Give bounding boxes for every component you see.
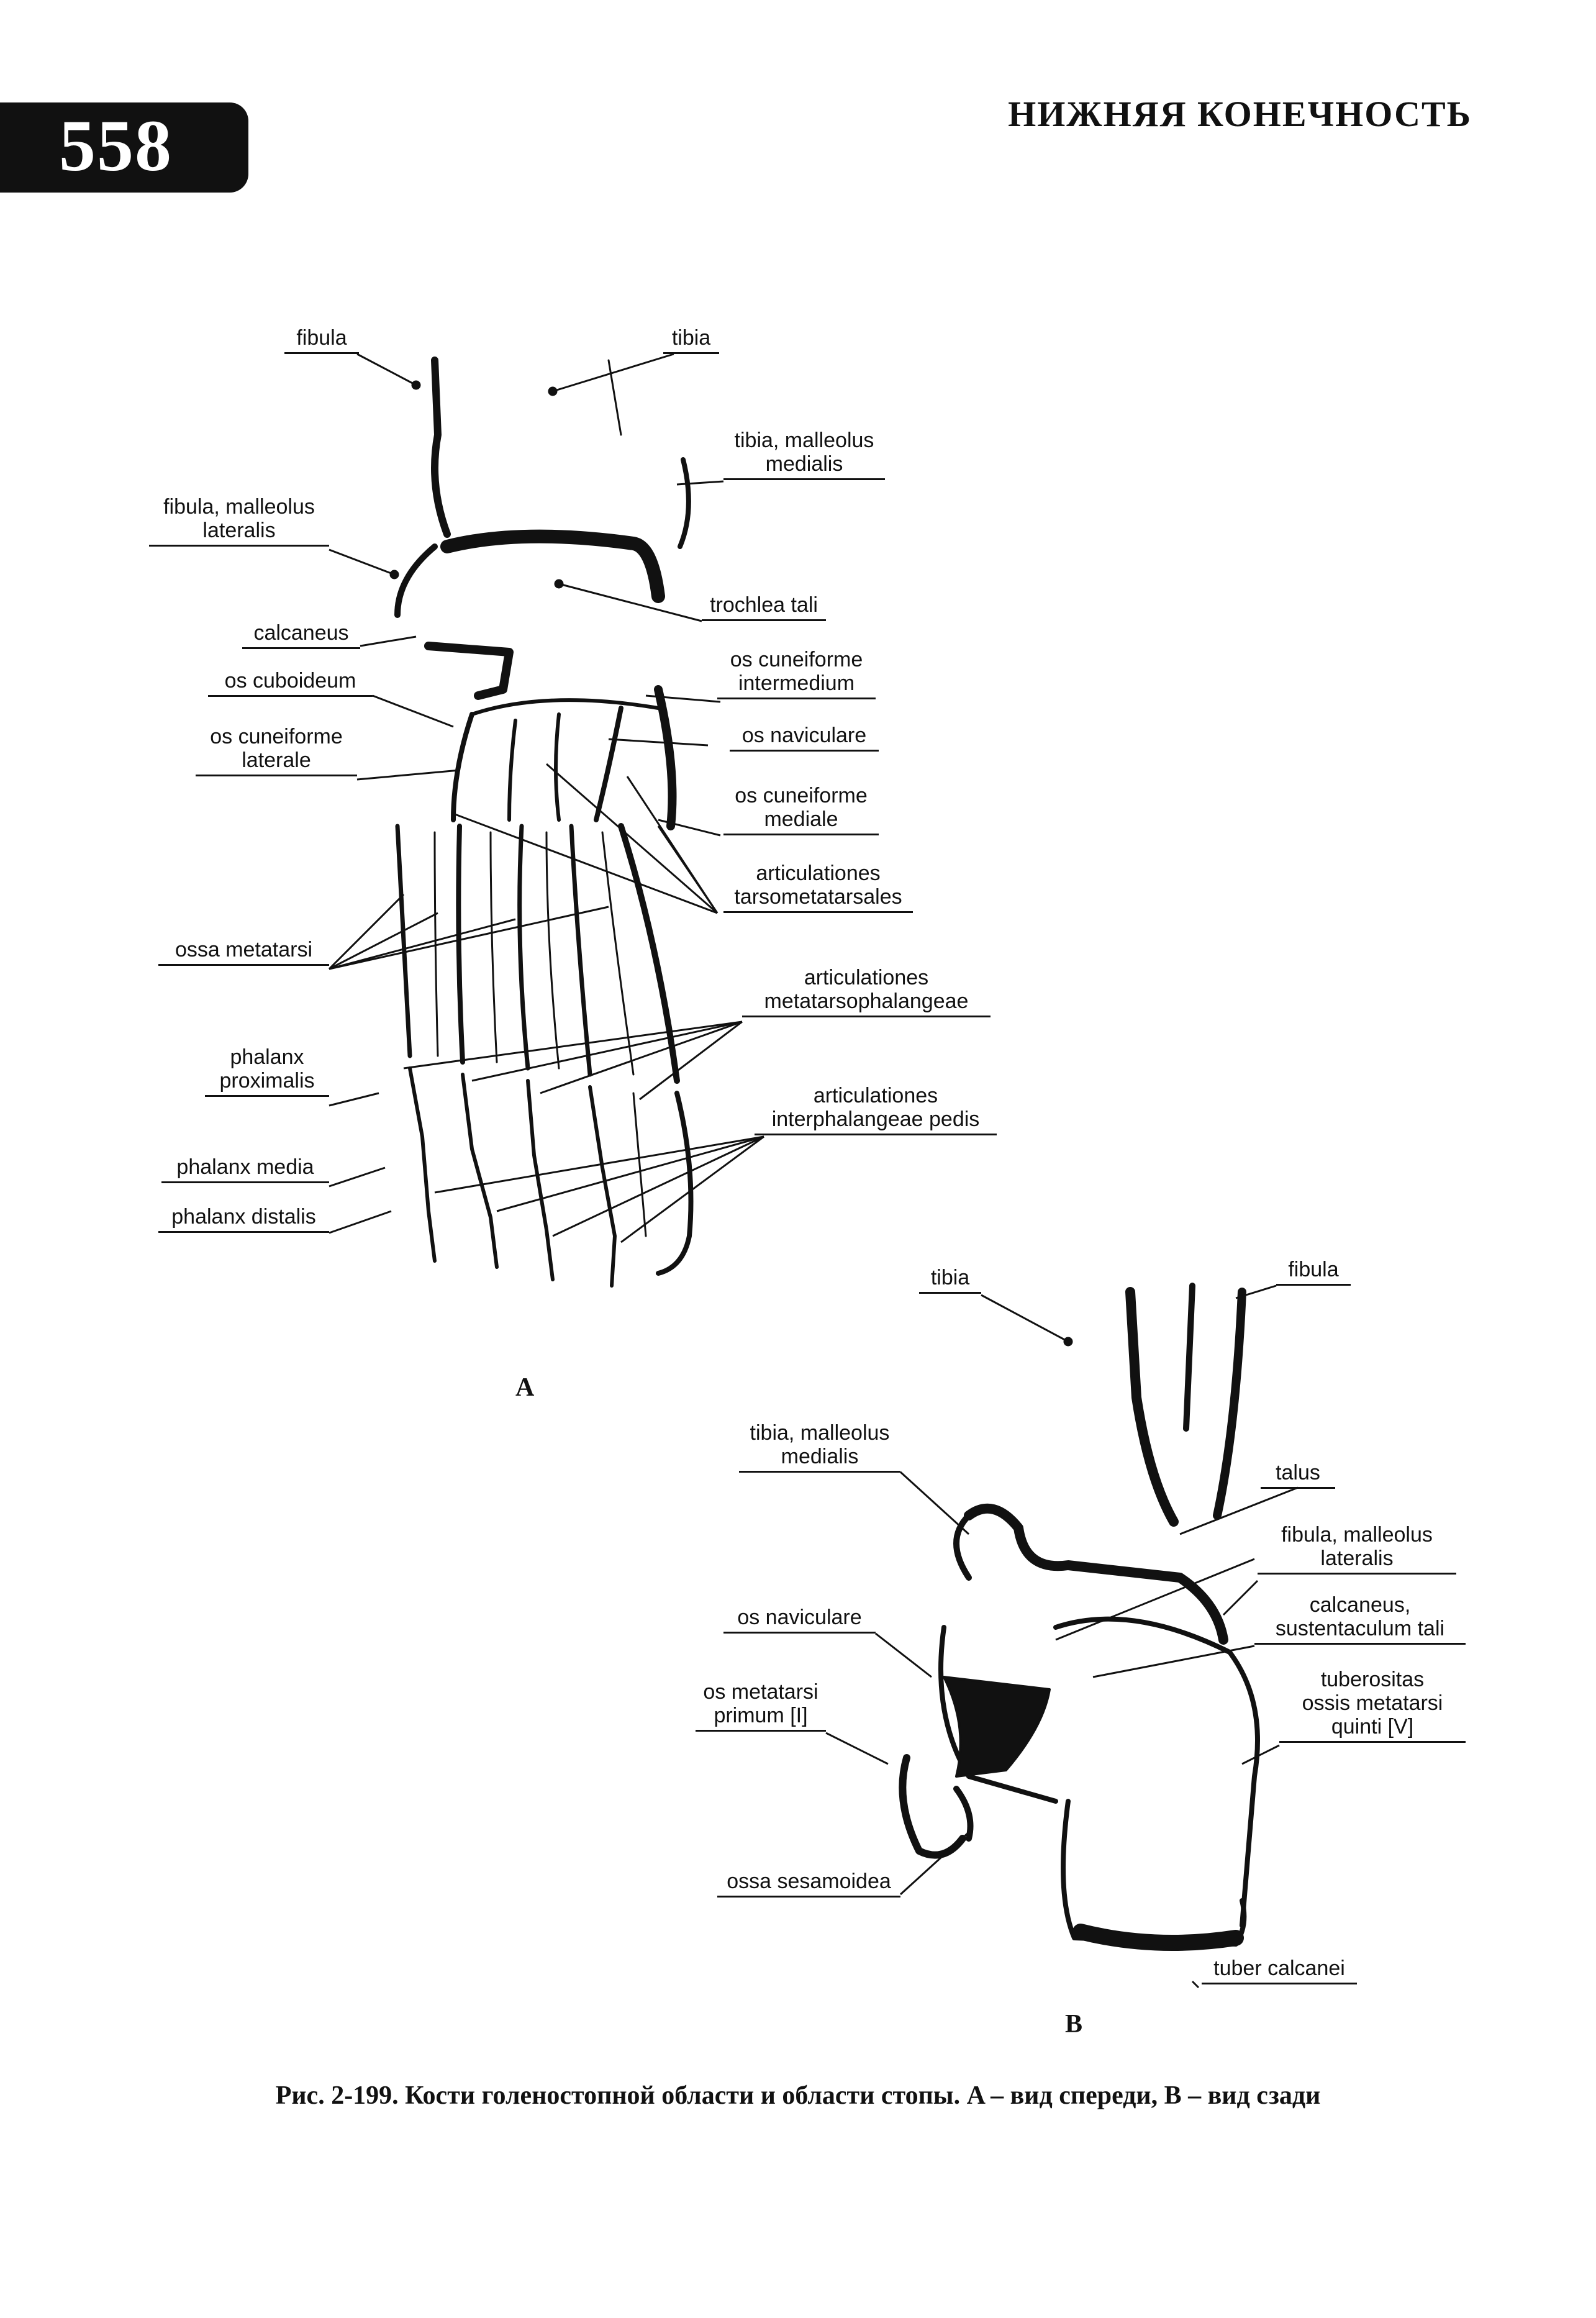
figure-a-drawing — [394, 357, 694, 1288]
label-b-os-naviculare: os naviculare — [723, 1606, 876, 1634]
figure-caption: Рис. 2-199. Кости голеностопной области … — [275, 2081, 1321, 2110]
label-b-fibula-malleolus-lateralis: fibula, malleolus lateralis — [1258, 1523, 1456, 1575]
label-b-calcaneus-sustentaculum-tali: calcaneus, sustentaculum tali — [1254, 1593, 1466, 1645]
label-a-tibia-malleolus-medialis: tibia, malleolus medialis — [723, 429, 885, 480]
page-number-tab — [0, 102, 248, 193]
leader-lines — [328, 353, 1299, 1989]
label-b-tuber-calcanei: tuber calcanei — [1202, 1957, 1357, 1984]
label-b-tibia: tibia — [919, 1266, 981, 1294]
label-a-phalanx-distalis: phalanx distalis — [158, 1205, 329, 1233]
label-b-fibula: fibula — [1276, 1258, 1351, 1286]
label-a-trochlea-tali: trochlea tali — [702, 593, 826, 621]
figure-b-drawing — [899, 1283, 1260, 1951]
running-head: НИЖНЯЯ КОНЕЧНОСТЬ — [1008, 94, 1472, 134]
panel-label-b: B — [1065, 2010, 1083, 2038]
label-b-talus: talus — [1261, 1461, 1335, 1489]
label-a-os-naviculare: os naviculare — [730, 724, 879, 752]
label-a-fibula: fibula — [284, 326, 359, 354]
label-a-os-cuneiforme-mediale: os cuneiforme mediale — [723, 784, 879, 835]
label-a-os-cuneiforme-laterale: os cuneiforme laterale — [196, 725, 357, 776]
label-b-tibia-malleolus-medialis: tibia, malleolus medialis — [739, 1421, 900, 1473]
label-a-phalanx-proximalis: phalanx proximalis — [205, 1045, 329, 1097]
label-a-ossa-metatarsi: ossa metatarsi — [158, 938, 329, 966]
panel-label-a: A — [515, 1373, 535, 1402]
page-number: 558 — [59, 105, 173, 186]
label-b-ossa-sesamoidea: ossa sesamoidea — [717, 1870, 900, 1898]
label-a-articulationes-tarsometatarsales: articulationes tarsometatarsales — [723, 861, 913, 913]
label-a-articulationes-metatarsophalangeae: articulationes metatarsophalangeae — [742, 966, 991, 1017]
label-b-os-metatarsi-primum: os metatarsi primum [I] — [696, 1680, 826, 1732]
label-a-os-cuboideum: os cuboideum — [208, 669, 373, 697]
label-b-tuberositas-ossis-metatarsi-quinti: tuberositas ossis metatarsi quinti [V] — [1279, 1668, 1466, 1743]
label-a-tibia: tibia — [663, 326, 719, 354]
label-a-phalanx-media: phalanx media — [161, 1155, 329, 1183]
label-a-os-cuneiforme-intermedium: os cuneiforme intermedium — [717, 648, 876, 699]
label-a-calcaneus: calcaneus — [242, 621, 360, 649]
label-a-fibula-malleolus-lateralis: fibula, malleolus lateralis — [149, 495, 329, 547]
label-a-articulationes-interphalangeae-pedis: articulationes interphalangeae pedis — [755, 1084, 997, 1135]
